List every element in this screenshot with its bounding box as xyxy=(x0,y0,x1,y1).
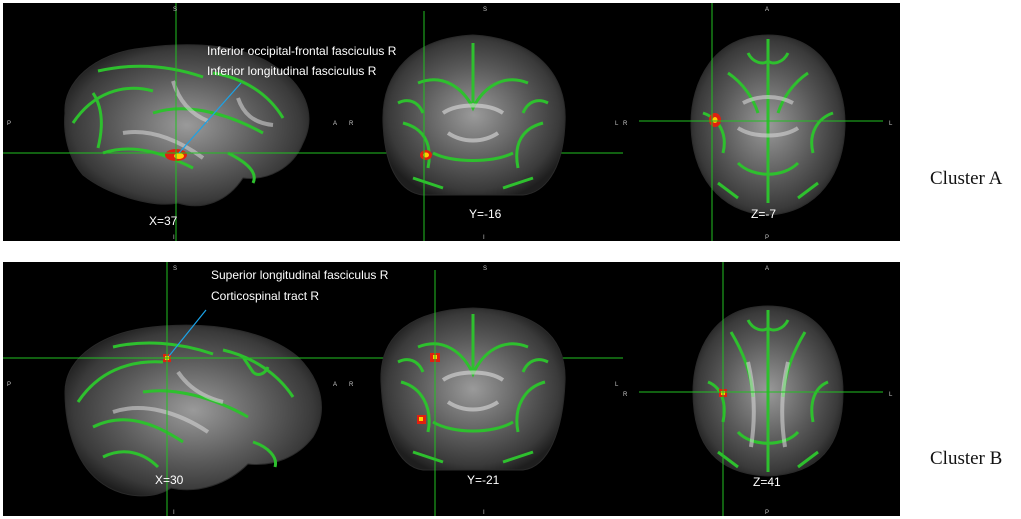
coordinate-label: Z=41 xyxy=(753,475,781,489)
orient-right: L xyxy=(615,121,619,127)
cluster-b-axial-view: A P R L Z=41 xyxy=(623,262,893,516)
orient-top: A xyxy=(765,266,769,272)
orient-top: S xyxy=(173,7,177,13)
tract-annotation: Superior longitudinal fasciculus R xyxy=(211,268,389,282)
cluster-a-axial-view: A P R L Z=-7 xyxy=(623,3,893,241)
cluster-b-label: Cluster B xyxy=(930,448,1003,469)
coordinate-label: Y=-21 xyxy=(467,473,500,487)
orient-right: L xyxy=(615,382,619,388)
coordinate-label: X=37 xyxy=(149,214,178,228)
orient-left: R xyxy=(623,121,628,127)
orient-left: P xyxy=(7,382,11,388)
cluster-a-coronal-view: S I R L Y=-16 xyxy=(349,7,619,241)
orient-right: L xyxy=(889,121,893,127)
orient-bottom: P xyxy=(765,235,769,241)
orient-bottom: I xyxy=(483,510,485,516)
cluster-b-coronal-view: S I R L Y=-21 xyxy=(349,266,619,516)
coordinate-label: Y=-16 xyxy=(469,207,502,221)
orient-left: P xyxy=(7,121,11,127)
orient-top: S xyxy=(483,266,487,272)
annotation-leader-line xyxy=(178,82,242,154)
tract-annotation: Inferior longitudinal fasciculus R xyxy=(207,64,377,78)
tract-annotation: Corticospinal tract R xyxy=(211,289,319,303)
coordinate-label: X=30 xyxy=(155,473,184,487)
annotation-leader-line xyxy=(168,309,207,357)
orient-top: S xyxy=(173,266,177,272)
orient-bottom: P xyxy=(765,510,769,516)
orient-top: S xyxy=(483,7,487,13)
orient-bottom: I xyxy=(483,235,485,241)
orient-top: A xyxy=(765,7,769,13)
orient-right: L xyxy=(889,392,893,398)
tract-overlay xyxy=(71,64,285,184)
orient-left: R xyxy=(349,121,354,127)
orient-left: R xyxy=(349,382,354,388)
cluster-b-views: S I P A X=30 S I R L Y=-21 A P R L Z=41 … xyxy=(3,262,893,516)
cluster-b-sagittal-view: S I P A X=30 xyxy=(3,262,623,516)
orient-left: R xyxy=(623,392,628,398)
cluster-a-sagittal-view: S I P A X=37 xyxy=(3,3,623,241)
cluster-b-panel: S I P A X=30 S I R L Y=-21 A P R L Z=41 … xyxy=(3,262,900,516)
cluster-a-label: Cluster A xyxy=(930,168,1003,189)
orient-right: A xyxy=(333,382,337,388)
orient-right: A xyxy=(333,121,337,127)
cluster-a-views: S I P A X=37 S I R L Y=-16 A P R L Z=-7 … xyxy=(3,3,893,241)
orient-bottom: I xyxy=(173,510,175,516)
cluster-a-panel: S I P A X=37 S I R L Y=-16 A P R L Z=-7 … xyxy=(3,3,900,241)
tract-annotation: Inferior occipital-frontal fasciculus R xyxy=(207,44,397,58)
orient-bottom: I xyxy=(173,235,175,241)
coordinate-label: Z=-7 xyxy=(751,207,776,221)
